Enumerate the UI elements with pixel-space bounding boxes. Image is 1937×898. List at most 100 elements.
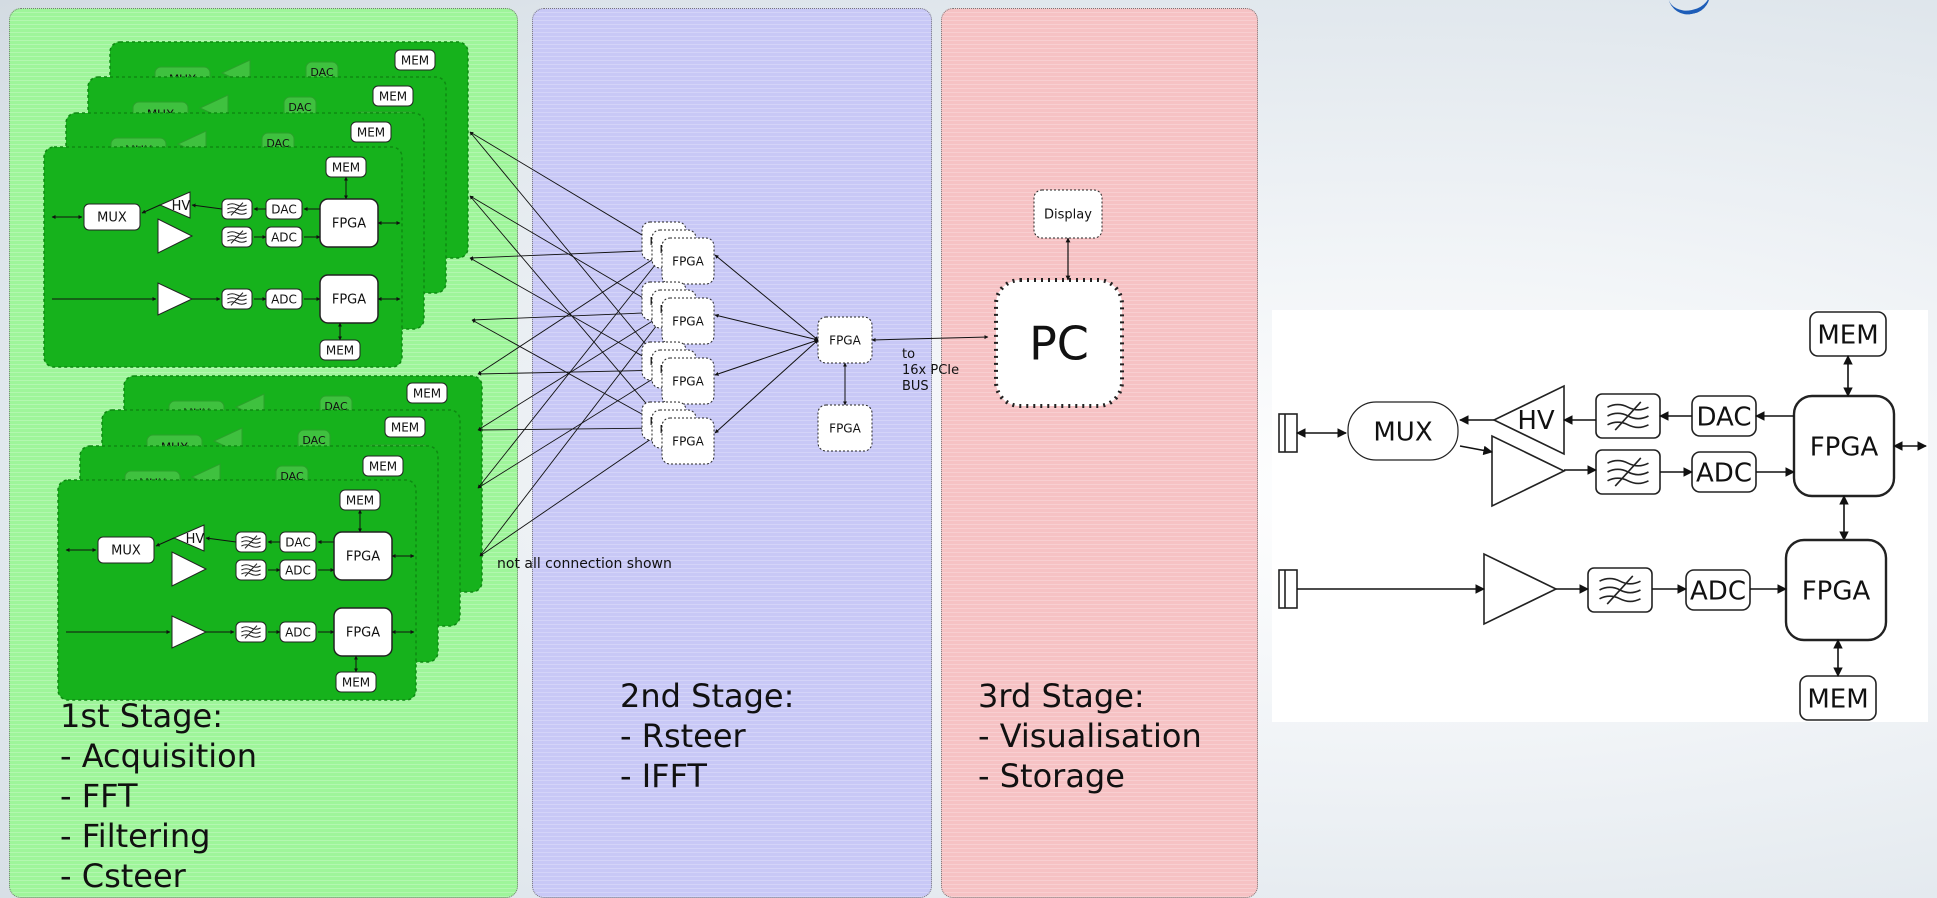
interconnect-arrow — [479, 427, 668, 557]
stage2-fpga-front-label: FPGA — [672, 434, 704, 448]
display-box-frame — [1033, 189, 1103, 239]
pc-box-label: PC — [1029, 317, 1089, 371]
filter-wave — [1599, 595, 1641, 603]
board-mux: MUX — [83, 203, 141, 231]
stage2-panel — [532, 8, 932, 898]
bandpass-filter-icon — [1595, 449, 1661, 495]
stage2-fpga-front-frame — [661, 297, 715, 345]
bus-note-line: 16x PCIe — [902, 363, 959, 378]
bandpass-filter-icon — [1595, 393, 1661, 439]
board-mem: MEM — [384, 416, 426, 438]
filter-wave — [241, 572, 261, 576]
board-mux-label: MUX — [111, 544, 141, 559]
board-mem: MEM — [362, 455, 404, 477]
pcie-bus-arrow — [871, 335, 989, 342]
board-rx-amplifier — [157, 282, 194, 316]
detail-rx-amplifier — [1483, 552, 1558, 626]
stage2-spare-fpga-label: FPGA — [829, 421, 861, 435]
detail-mem-label: MEM — [1807, 684, 1868, 714]
filter-wave — [227, 211, 247, 215]
board-frame — [43, 146, 403, 368]
board-mem-frame — [362, 455, 404, 477]
stage1-description: 1st Stage: - Acquisition - FFT - Filteri… — [60, 696, 257, 896]
board-mem: MEM — [350, 121, 392, 143]
filter-slash — [230, 292, 244, 306]
stage1-item: - FFT — [60, 777, 138, 815]
board-fpga-label: FPGA — [346, 626, 380, 641]
filter-wave — [227, 203, 247, 207]
board-mem: MEM — [335, 671, 377, 693]
stage3-panel — [941, 8, 1258, 898]
board-rx-amplifier — [157, 218, 194, 254]
stage2-fpga-front-frame — [661, 237, 715, 285]
transducer-connector — [1278, 413, 1298, 453]
detail-arrow — [1459, 445, 1493, 456]
detail-adc-label: ADC — [1690, 576, 1746, 606]
detail-dac-label: DAC — [1696, 402, 1751, 432]
board-fpga: FPGA — [333, 607, 393, 657]
bandpass-filter-icon — [1587, 567, 1653, 613]
board-mem: MEM — [339, 489, 381, 511]
board-mem-label: MEM — [357, 125, 385, 139]
filter-wave — [241, 564, 261, 568]
stage2-fpga-front: FPGA — [661, 237, 715, 285]
stage2-item: - Rsteer — [620, 717, 746, 755]
bandpass-filter-icon — [221, 226, 253, 248]
pc-box-frame — [994, 278, 1124, 408]
board-mem: MEM — [372, 85, 414, 107]
stage2-aggregator-fpga-label: FPGA — [829, 333, 861, 347]
detail-adc: ADC — [1685, 569, 1751, 611]
board-mem-label: MEM — [369, 459, 397, 473]
detail-fpga-label: FPGA — [1810, 432, 1879, 462]
filter-wave — [1599, 577, 1641, 585]
board-hv-amplifier — [158, 191, 191, 219]
board-mem-label: MEM — [346, 493, 374, 507]
bandpass-filter-icon — [235, 559, 267, 581]
bandpass-filter-icon — [221, 198, 253, 220]
detail-mux: MUX — [1347, 401, 1459, 461]
stage2-fpga-front: FPGA — [661, 297, 715, 345]
detail-fpga: FPGA — [1792, 394, 1896, 498]
board-adc-label: ADC — [285, 563, 311, 577]
board-fpga-label: FPGA — [332, 217, 366, 232]
filter-wave — [241, 634, 261, 638]
display-box-label: Display — [1044, 208, 1092, 223]
channel-detail-panel — [1272, 310, 1928, 722]
board-frame — [57, 479, 417, 701]
filter-wave — [227, 301, 247, 305]
filter-wave — [1607, 403, 1649, 411]
board-fpga: FPGA — [333, 531, 393, 581]
board-hv-arrow — [141, 204, 161, 214]
board-hv-label: HV — [172, 199, 191, 214]
bus-note-line: BUS — [902, 379, 929, 394]
detail-dac: DAC — [1691, 395, 1757, 437]
detail-mux-frame — [1347, 401, 1459, 461]
detail-mem-label: MEM — [1817, 320, 1878, 350]
stage2-fpga-front-label: FPGA — [672, 374, 704, 388]
board-mem-frame — [406, 382, 448, 404]
filter-wave — [1607, 477, 1649, 485]
stage2-aggregate-arrow — [714, 313, 819, 342]
board-dac-label: DAC — [288, 101, 312, 114]
board-fpga: FPGA — [319, 274, 379, 324]
board-mem-label: MEM — [401, 53, 429, 67]
bus-note-line: to — [902, 347, 915, 362]
board-dac: DAC — [265, 198, 303, 220]
board-hv-amplifier — [172, 524, 205, 552]
bandpass-filter-icon — [235, 621, 267, 643]
filter-wave — [241, 536, 261, 540]
board-adc: ADC — [279, 559, 317, 581]
board-fpga: FPGA — [319, 198, 379, 248]
board-adc-label: ADC — [271, 230, 297, 244]
filter-slash — [1606, 575, 1634, 605]
board-mux: MUX — [97, 536, 155, 564]
filter-wave — [1607, 421, 1649, 429]
board-mem-frame — [372, 85, 414, 107]
board-fpga-label: FPGA — [346, 550, 380, 565]
board-hv-arrow — [155, 537, 175, 547]
stage2-spare-fpga: FPGA — [817, 404, 873, 452]
detail-mem: MEM — [1799, 675, 1877, 721]
board-mux-frame — [97, 536, 155, 564]
